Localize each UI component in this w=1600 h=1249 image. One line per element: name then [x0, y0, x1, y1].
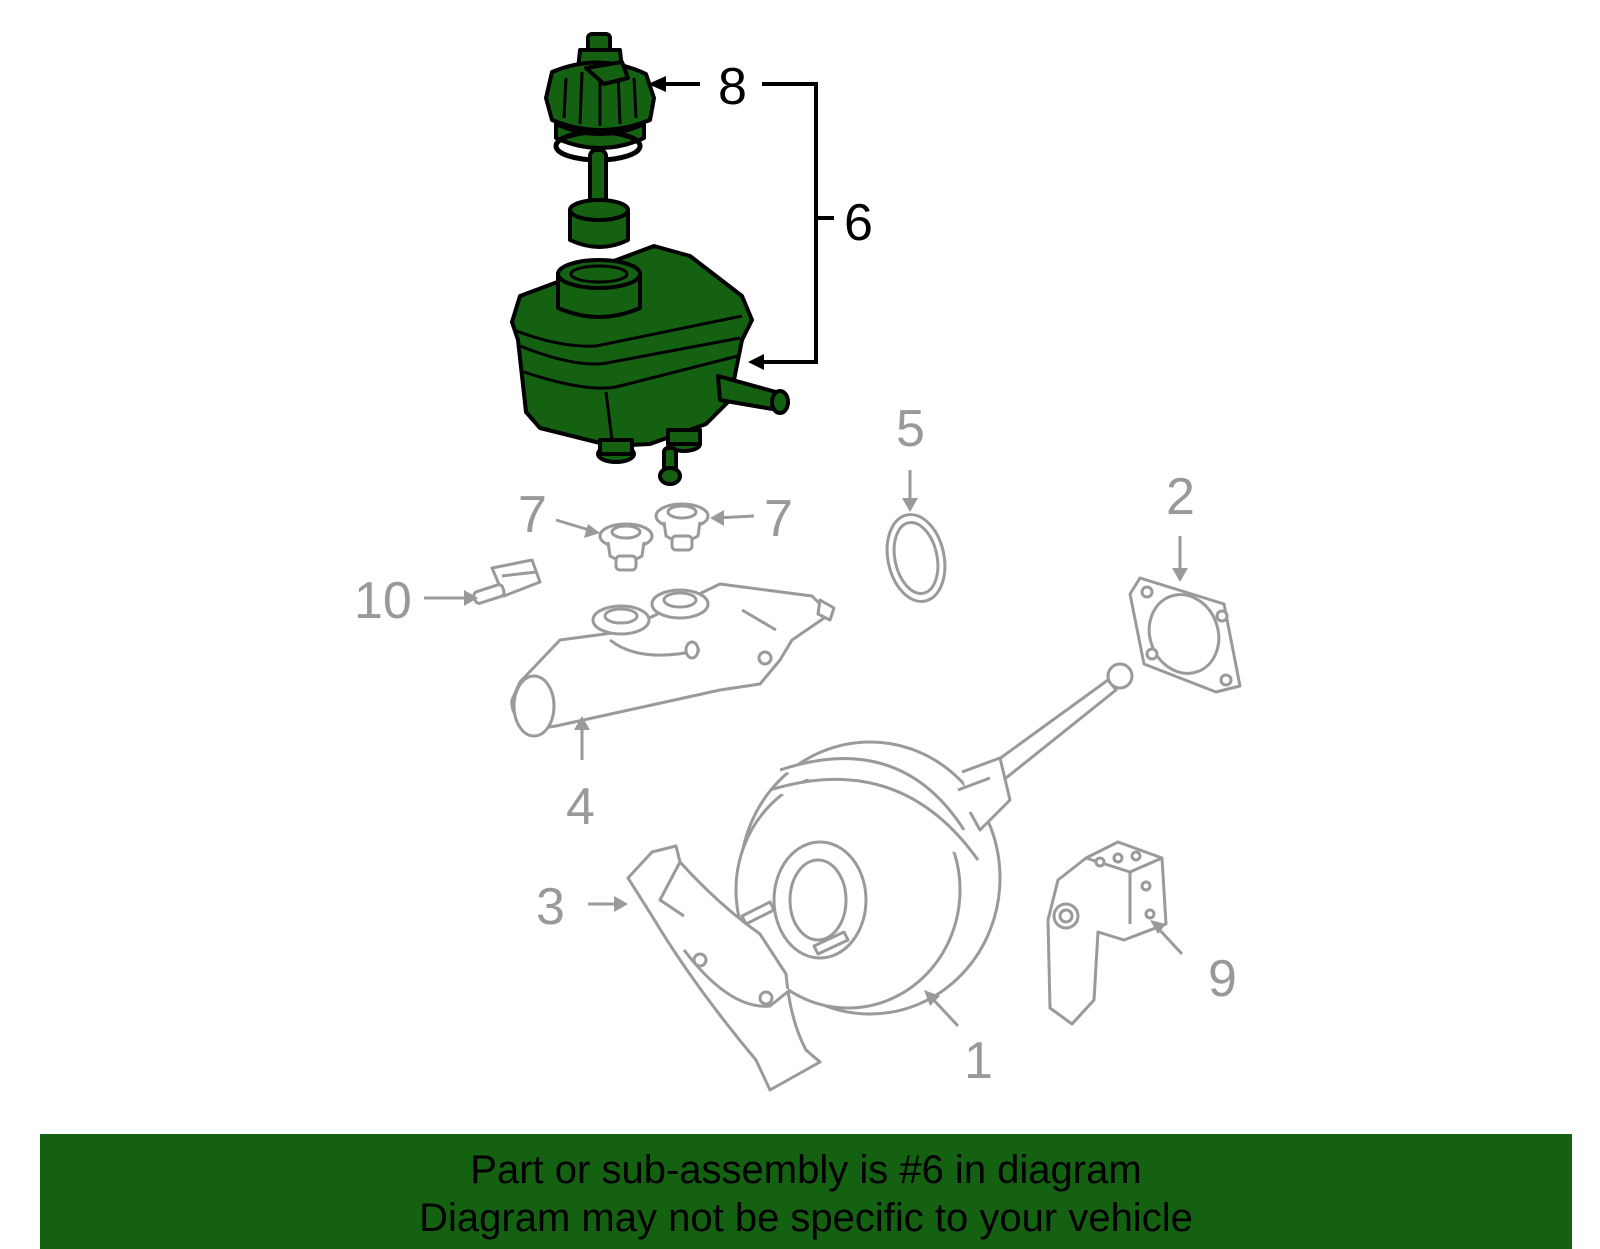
push-rod	[982, 662, 1134, 788]
callout-label-7-right: 7	[764, 490, 793, 548]
callout-label-4: 4	[566, 778, 595, 836]
dimmed-arrowheads	[464, 498, 1188, 1006]
callout-label-10: 10	[354, 572, 412, 630]
mounting-bracket[interactable]	[1046, 840, 1168, 1026]
banner-line-2: Diagram may not be specific to your vehi…	[419, 1196, 1193, 1240]
master-cylinder[interactable]	[510, 582, 836, 738]
brake-booster[interactable]	[734, 740, 1012, 1016]
callout-label-9: 9	[1208, 950, 1237, 1008]
callout-label-6: 6	[844, 194, 873, 252]
brake-fluid-reservoir[interactable]	[510, 244, 790, 486]
info-banner: Part or sub-assembly is #6 in diagram Di…	[40, 1134, 1572, 1249]
callout-label-2: 2	[1166, 468, 1195, 526]
gasket[interactable]	[1128, 576, 1242, 694]
callout-label-5: 5	[896, 400, 925, 458]
callout-arrowheads	[648, 76, 764, 370]
callout-label-3: 3	[536, 878, 565, 936]
grommet-left[interactable]	[598, 522, 654, 572]
heat-shield[interactable]	[626, 844, 822, 1092]
o-ring[interactable]	[879, 509, 952, 607]
reservoir-cap[interactable]	[544, 32, 656, 249]
callout-label-7-left: 7	[518, 486, 547, 544]
grommet-right[interactable]	[654, 502, 710, 552]
callout-label-8: 8	[718, 58, 747, 116]
banner-line-1: Part or sub-assembly is #6 in diagram	[470, 1148, 1142, 1192]
dimmed-parts	[472, 502, 1242, 1092]
callout-bracket	[662, 82, 834, 364]
callout-label-1: 1	[964, 1032, 993, 1090]
pressure-sensor[interactable]	[472, 558, 542, 605]
